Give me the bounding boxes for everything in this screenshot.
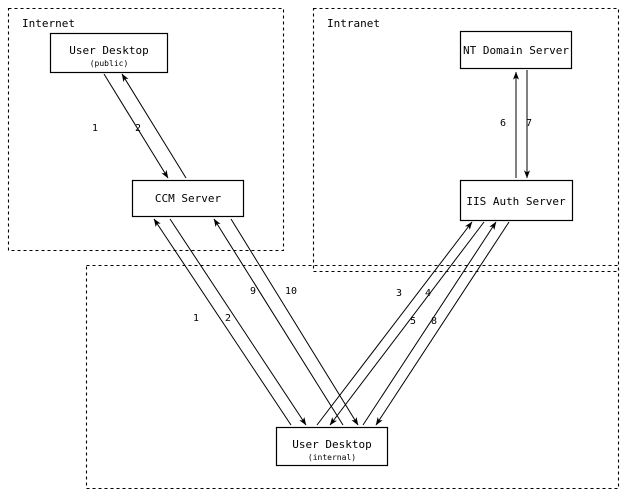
flow-label-1-internal: 1: [193, 313, 199, 324]
node-user-desktop-public[interactable]: User Desktop (public): [49, 32, 169, 74]
node-iis-auth-server[interactable]: IIS Auth Server: [459, 179, 574, 222]
flow-label-8: 8: [431, 316, 437, 327]
node-nt-domain-server[interactable]: NT Domain Server: [459, 30, 573, 70]
flow-label-1-public: 1: [92, 123, 98, 134]
edge-step-5-internal-to-iis: [362, 221, 497, 426]
node-box[interactable]: [459, 179, 574, 222]
edge-step-2-ccm-to-internal: [169, 218, 307, 426]
zone-boundaries: Internet Intranet: [7, 7, 620, 490]
edge-group-internal-ccm-910: [213, 218, 359, 426]
edge-step-3-internal-to-iis: [316, 221, 473, 426]
zone-internet-box: [7, 7, 285, 252]
flow-label-7: 7: [526, 118, 532, 129]
zone-intranet-box: [312, 7, 620, 273]
edge-step-10-ccm-to-internal: [230, 218, 359, 426]
flow-label-2-internal: 2: [225, 313, 231, 324]
edge-step-9-internal-to-ccm: [213, 218, 344, 426]
node-box[interactable]: [49, 32, 169, 74]
node-box[interactable]: [131, 179, 245, 218]
edge-group-public-ccm: [103, 73, 187, 179]
node-title: IIS Auth Server: [466, 195, 566, 208]
edge-group-internal-iis-58: [362, 221, 510, 426]
edge-group-internal-ccm-12: [153, 218, 307, 426]
flow-label-5: 5: [410, 316, 416, 327]
zone-internet-label: Internet: [22, 17, 75, 30]
edge-group-internal-iis-34: [316, 221, 485, 426]
node-title: User Desktop: [292, 438, 371, 451]
node-subtitle: (public): [90, 59, 129, 68]
node-title: CCM Server: [155, 192, 222, 205]
edge-group-iis-ntdomain: [513, 70, 530, 179]
flow-label-2-public: 2: [135, 123, 141, 134]
node-box[interactable]: [459, 30, 573, 70]
node-title: User Desktop: [69, 44, 148, 57]
zone-lan-box: [85, 264, 620, 490]
flow-label-6: 6: [500, 118, 506, 129]
flow-label-3: 3: [396, 288, 402, 299]
edge-step-1-internal-to-ccm: [153, 218, 292, 426]
zone-intranet-label: Intranet: [327, 17, 380, 30]
node-box[interactable]: [275, 426, 389, 467]
edge-step-1-public-to-ccm: [103, 73, 169, 179]
node-title: NT Domain Server: [463, 44, 569, 57]
edge-step-2-ccm-to-public: [121, 73, 187, 179]
edge-step-8-iis-to-internal: [375, 221, 510, 426]
node-subtitle: (internal): [308, 453, 356, 462]
flow-label-10: 10: [285, 286, 297, 297]
flow-label-4: 4: [425, 288, 431, 299]
flow-label-9: 9: [250, 286, 256, 297]
flow-step-labels: 1 2 1 2 3 4 5 6 7 8 9 10: [92, 118, 532, 327]
edge-step-4-iis-to-internal: [329, 221, 485, 426]
node-ccm-server[interactable]: CCM Server: [131, 179, 245, 218]
node-user-desktop-internal[interactable]: User Desktop (internal): [275, 426, 389, 467]
